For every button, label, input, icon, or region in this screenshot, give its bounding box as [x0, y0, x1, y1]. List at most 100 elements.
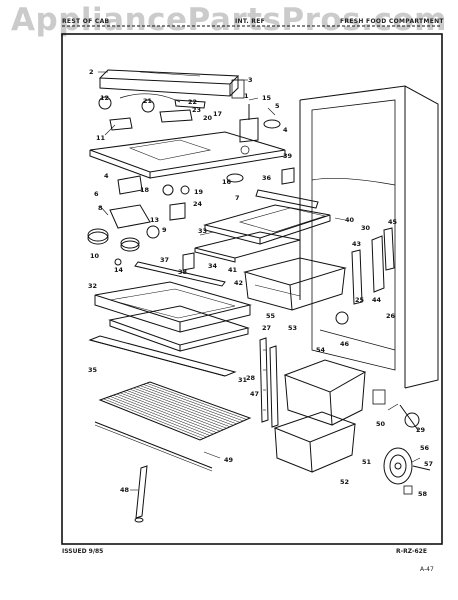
callout-29: 29: [416, 426, 426, 434]
callout-48: 48: [120, 486, 130, 494]
callout-24: 24: [193, 200, 203, 208]
callout-10: 10: [90, 252, 100, 260]
callout-2: 2: [89, 68, 94, 76]
callout-47: 47: [250, 390, 259, 398]
wire-shelf-rod: [139, 385, 241, 423]
callout-11: 11: [96, 134, 106, 142]
wire-shelf-rod: [109, 396, 211, 436]
callout-13: 13: [150, 216, 159, 224]
leader-lines: [98, 71, 421, 491]
callout-49: 49: [224, 456, 234, 464]
wire-shelf-rod: [143, 384, 244, 422]
wire-shelf-rod: [119, 392, 221, 432]
callout-8: 8: [98, 204, 103, 212]
callout-39: 39: [283, 152, 293, 160]
callout-numbers: 2 3 1 15 5 12 21 22 23 20 17 4 11 39 16 …: [88, 68, 433, 498]
upper-shelf: [194, 204, 331, 263]
side-rails: [259, 337, 279, 428]
wire-shelf-rod: [149, 381, 251, 419]
callout-45: 45: [388, 218, 398, 226]
callout-18: 18: [140, 186, 150, 194]
callout-25: 25: [355, 296, 365, 304]
wire-shelf-rod: [136, 386, 237, 425]
callout-38: 38: [178, 268, 188, 276]
watermark-text: AppliancePartsPros.com: [11, 2, 447, 38]
wire-shelf-rod: [116, 393, 217, 433]
glass-shelf-lower: [88, 335, 237, 377]
wheel-assembly: [383, 404, 431, 495]
callout-6: 6: [94, 190, 99, 198]
callout-33: 33: [198, 227, 207, 235]
callout-23: 23: [192, 106, 201, 114]
callout-56: 56: [420, 444, 430, 452]
callout-52: 52: [340, 478, 349, 486]
callout-20: 20: [203, 114, 213, 122]
callout-9: 9: [162, 226, 167, 234]
light-switch-components: [109, 175, 190, 239]
wire-shelf-rod: [103, 398, 204, 439]
callout-28: 28: [246, 374, 256, 382]
callout-37: 37: [160, 256, 169, 264]
callout-55: 55: [266, 312, 276, 320]
callout-14: 14: [114, 266, 124, 274]
callout-21: 21: [143, 97, 153, 105]
drawing-code: R-RZ-62E: [396, 548, 427, 555]
callout-50: 50: [376, 420, 386, 428]
callout-4: 4: [283, 126, 288, 134]
wire-shelf-rod: [123, 391, 224, 430]
shelf-supports: [134, 167, 319, 287]
callout-1: 1: [244, 92, 249, 100]
callout-44: 44: [372, 296, 382, 304]
header-right: FRESH FOOD COMPARTMENT: [340, 18, 444, 25]
callout-34: 34: [208, 262, 218, 270]
callout-31: 31: [238, 376, 248, 384]
wire-shelf-rod: [146, 382, 247, 420]
wire-shelf-rod: [126, 390, 227, 429]
thermostat-components: [98, 93, 206, 131]
middle-shelf: [94, 281, 252, 352]
issued-date: ISSUED 9/85: [62, 548, 104, 555]
callout-19: 19: [194, 188, 204, 196]
shelf-brackets: [335, 227, 395, 325]
callout-57: 57: [424, 460, 433, 468]
callout-40: 40: [345, 216, 355, 224]
fan-motor-assembly: [226, 104, 281, 183]
callout-22: 22: [188, 98, 197, 106]
diagram-frame: [61, 33, 443, 545]
callout-4b: 4: [104, 172, 109, 180]
callout-15: 15: [262, 94, 272, 102]
callout-7: 7: [235, 194, 240, 202]
callout-5: 5: [275, 102, 280, 110]
wire-shelf-rod: [106, 397, 207, 438]
callout-41: 41: [228, 266, 238, 274]
wire-shelf-rod: [99, 399, 201, 441]
wire-shelf-rod: [133, 387, 234, 426]
page-number: A-47: [420, 566, 434, 573]
callout-54: 54: [316, 346, 326, 354]
callout-12: 12: [100, 94, 109, 102]
header-left: REST OF CAB: [62, 18, 110, 25]
crisper-drawers: [273, 359, 367, 473]
wire-shelf-rod: [113, 394, 214, 435]
callout-42: 42: [234, 279, 243, 287]
wire-shelf: [94, 381, 252, 472]
wire-shelf-rod: [129, 388, 231, 428]
callout-53: 53: [288, 324, 297, 332]
callout-35: 35: [88, 366, 98, 374]
callout-43: 43: [352, 240, 361, 248]
callout-51: 51: [362, 458, 372, 466]
header-middle: INT. REF: [235, 18, 266, 25]
callout-16: 16: [222, 178, 232, 186]
callout-58: 58: [418, 490, 428, 498]
control-knobs: [87, 228, 140, 266]
callout-27: 27: [262, 324, 271, 332]
callout-17: 17: [213, 110, 222, 118]
meat-pan: [243, 257, 347, 311]
callout-3: 3: [248, 76, 253, 84]
callout-26: 26: [386, 312, 396, 320]
control-housing: [98, 69, 245, 99]
top-panel-tray: [89, 131, 286, 179]
callout-36: 36: [262, 174, 272, 182]
